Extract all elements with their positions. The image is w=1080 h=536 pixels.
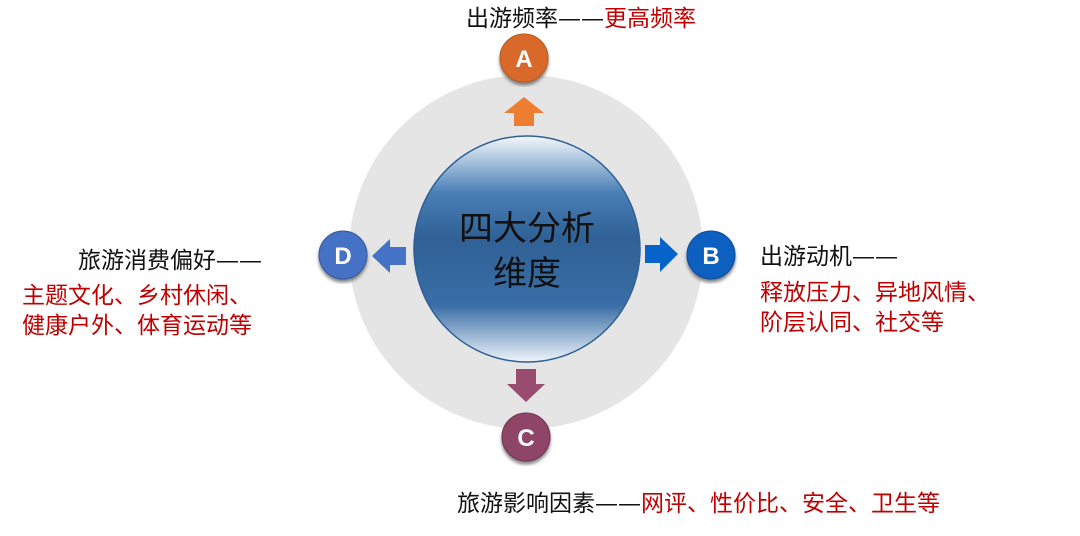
arrow-left-icon (372, 239, 406, 273)
center-title-line1: 四大分析 (459, 209, 595, 249)
node-c-title: 旅游影响因素—— (457, 491, 641, 517)
arrow-right-icon (645, 237, 678, 272)
node-a-badge[interactable]: A (499, 33, 549, 83)
node-c-label: 旅游影响因素——网评、性价比、安全、卫生等 (457, 489, 940, 519)
arrow-down-icon (507, 369, 545, 402)
node-c-badge[interactable]: C (501, 412, 551, 462)
node-d-title: 旅游消费偏好—— (78, 248, 262, 274)
node-b-title: 出游动机—— (760, 244, 898, 270)
node-a-detail: 更高频率 (604, 6, 696, 32)
node-b-detail-2: 阶层认同、社交等 (760, 310, 944, 336)
arrow-up-icon (504, 97, 544, 126)
node-c-detail: 网评、性价比、安全、卫生等 (641, 491, 940, 517)
node-a-label: 出游频率——更高频率 (466, 4, 696, 34)
node-b-detail-1: 释放压力、异地风情、 (760, 280, 990, 306)
node-d-letter: D (334, 243, 351, 270)
center-title-line2: 维度 (493, 254, 561, 294)
node-a-letter: A (515, 46, 532, 73)
node-b-letter: B (702, 243, 719, 270)
node-d-detail-1: 主题文化、乡村休闲、 (22, 283, 252, 309)
node-b-badge[interactable]: B (686, 230, 736, 280)
center-hub (413, 135, 641, 363)
node-d-badge[interactable]: D (318, 230, 368, 280)
node-c-letter: C (517, 425, 534, 452)
node-a-title: 出游频率—— (466, 6, 604, 32)
node-d-detail-2: 健康户外、体育运动等 (22, 313, 252, 339)
